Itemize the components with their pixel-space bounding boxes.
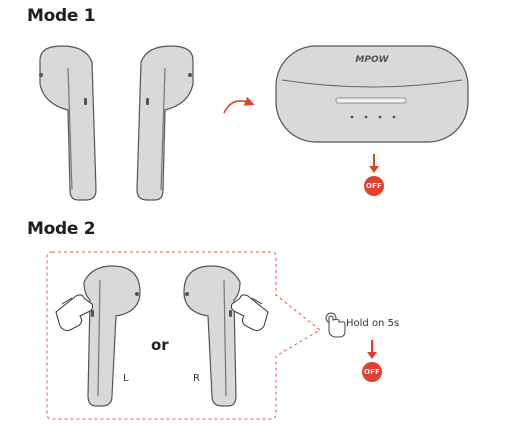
curved-arrow-icon bbox=[223, 96, 255, 114]
hold-instruction: Hold on 5s bbox=[346, 318, 400, 329]
touch-hand-icon-right bbox=[231, 294, 269, 331]
down-arrow-icon bbox=[369, 154, 379, 173]
pointing-hand-icon bbox=[325, 312, 346, 338]
left-earbud-mode2 bbox=[83, 265, 141, 407]
mode2-title: Mode 2 bbox=[27, 219, 96, 239]
off-badge: OFF bbox=[364, 176, 384, 196]
charging-case bbox=[275, 45, 469, 143]
touch-hand-icon bbox=[55, 294, 93, 331]
or-connector: or bbox=[151, 336, 169, 354]
right-earbud-mode2 bbox=[183, 265, 241, 407]
off-badge-mode2: OFF bbox=[362, 362, 382, 382]
case-brand-logo: MPOW bbox=[355, 55, 389, 65]
left-label: L bbox=[123, 373, 129, 384]
dashed-callout bbox=[46, 251, 321, 420]
right-label: R bbox=[193, 373, 200, 384]
down-arrow-icon-mode2 bbox=[367, 340, 377, 359]
right-earbud bbox=[136, 45, 194, 201]
left-earbud bbox=[39, 45, 97, 201]
mode1-title: Mode 1 bbox=[27, 6, 96, 26]
